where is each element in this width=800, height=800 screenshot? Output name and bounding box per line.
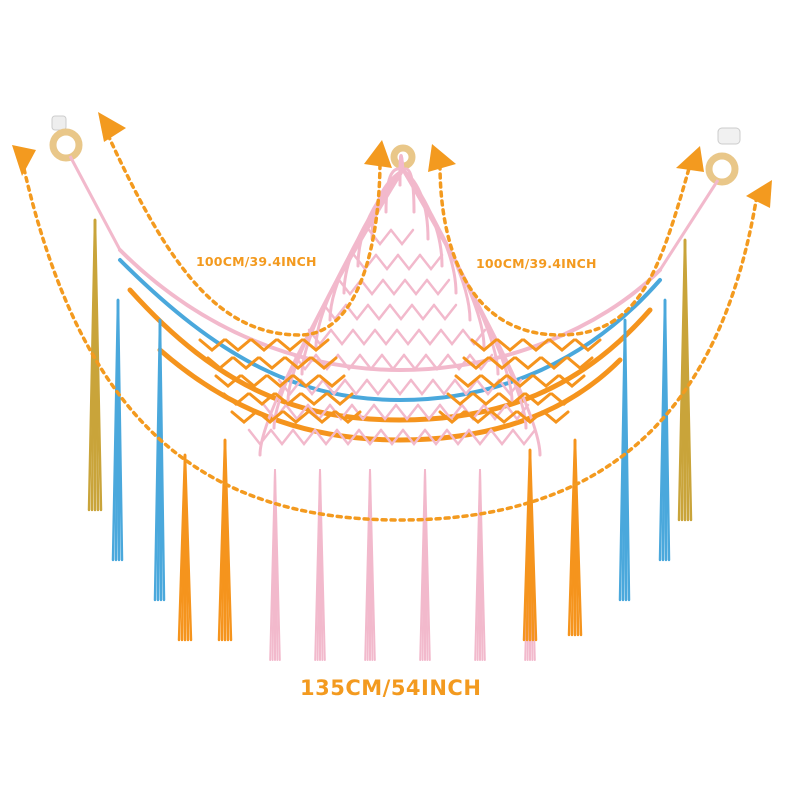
hammock-net [118,154,662,457]
left-span-label: 100CM/39.4INCH [196,254,317,269]
hook-icon [51,115,741,145]
hanging-cords [68,155,720,271]
wooden-ring-icon [49,128,739,186]
right-span-label: 100CM/39.4INCH [476,256,597,271]
arrowhead-icon [12,112,772,208]
bottom-span-label: 135CM/54INCH [300,676,482,700]
dimension-arcs [20,133,759,522]
hammock-fringe [87,218,693,661]
